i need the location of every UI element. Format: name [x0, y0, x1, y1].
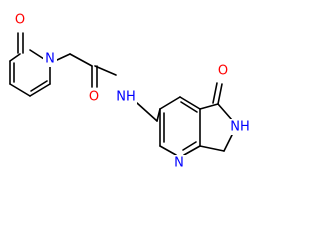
- bond-c5-nh: [217, 103, 233, 121]
- atom-label-n-pyridone: N: [45, 52, 55, 67]
- bond-py-c7a-n: [183, 145, 201, 156]
- bond-c5-o-double: [212, 82, 218, 104]
- bond-py-c4-c4a: [179, 96, 201, 110]
- molecule-structure-diagram: O N O NH O NH N: [0, 0, 300, 200]
- bond-c5-c6-double: [30, 80, 48, 92]
- bond-c2-c3: [9, 53, 21, 62]
- atom-label-o-amide: O: [89, 90, 99, 105]
- atom-bg-n-pyridine: [172, 155, 186, 171]
- atom-label-n-pyridine: N: [174, 156, 184, 171]
- atom-label-nh-amide: NH: [116, 90, 136, 105]
- bond-n-ch2: [56, 53, 71, 61]
- bond-carbonyl-nh: [94, 65, 117, 76]
- atom-label-o-pyridone: O: [15, 13, 25, 28]
- atom-bg-nh-lactam: [229, 119, 251, 135]
- bond-nh-c7: [223, 134, 233, 152]
- bond-c5-c6: [29, 83, 51, 97]
- bond-ch2-carbonyl: [69, 53, 93, 67]
- atom-label-nh-lactam: NH: [230, 120, 250, 135]
- diagram-background: [0, 0, 300, 200]
- bond-py-c7a-n-double: [182, 141, 197, 151]
- bond-n-c2: [29, 49, 45, 60]
- bond-nh-ch2: [136, 102, 158, 122]
- bond-py-c4-c4a-double: [180, 101, 198, 113]
- atom-bg-o-pyridone: [13, 12, 27, 28]
- bond-c5-o: [217, 83, 223, 105]
- bond-c4-c5: [9, 83, 31, 97]
- bond-c7-c7a: [199, 145, 225, 152]
- atom-bg-o-amide: [87, 89, 101, 105]
- bonds-layer: [9, 32, 233, 156]
- atom-bg-n-pyridone: [43, 51, 57, 67]
- bond-py-n-c2: [159, 145, 177, 156]
- bond-py-c3-c4: [159, 96, 181, 110]
- atom-bg-o-lactam: [216, 63, 230, 79]
- atom-label-o-lactam: O: [218, 64, 228, 79]
- atom-labels-layer: O N O NH O NH N: [13, 12, 251, 171]
- bond-c4a-c5: [199, 103, 219, 110]
- atom-bg-nh-amide: [115, 89, 137, 105]
